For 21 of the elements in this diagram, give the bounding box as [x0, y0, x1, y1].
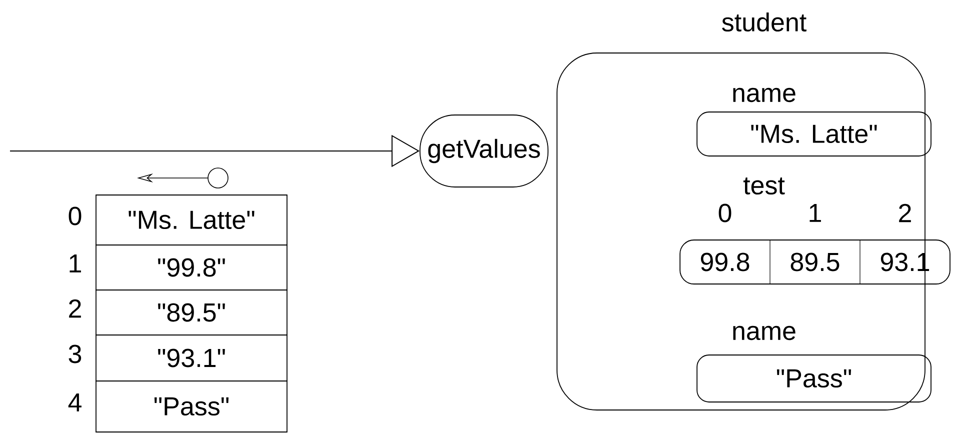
field-box: "Ms. Latte" [696, 112, 932, 156]
field-label: name [733, 326, 796, 340]
table-cell: "Ms. Latte" [96, 194, 288, 246]
index-label: 0 [718, 204, 732, 222]
index-label: 2 [899, 204, 911, 222]
array-cell: 99.8 [700, 252, 750, 272]
index-label: 0 [68, 206, 82, 226]
field-label: test [743, 177, 785, 195]
table-cell: "99.8" [96, 244, 288, 290]
index-label: 4 [68, 394, 82, 412]
table-cell: "93.1" [96, 334, 288, 382]
index-label: 3 [68, 344, 82, 364]
object-label: student [722, 12, 806, 32]
table-cell: "89.5" [96, 290, 288, 336]
array-cell: 89.5 [790, 252, 840, 272]
index-label: 1 [70, 254, 81, 272]
field-box: "Pass" [696, 354, 932, 402]
index-label: 2 [69, 299, 81, 318]
field-label: name [733, 88, 796, 102]
table-cell: "Pass" [96, 380, 288, 432]
index-label: 1 [810, 204, 821, 222]
